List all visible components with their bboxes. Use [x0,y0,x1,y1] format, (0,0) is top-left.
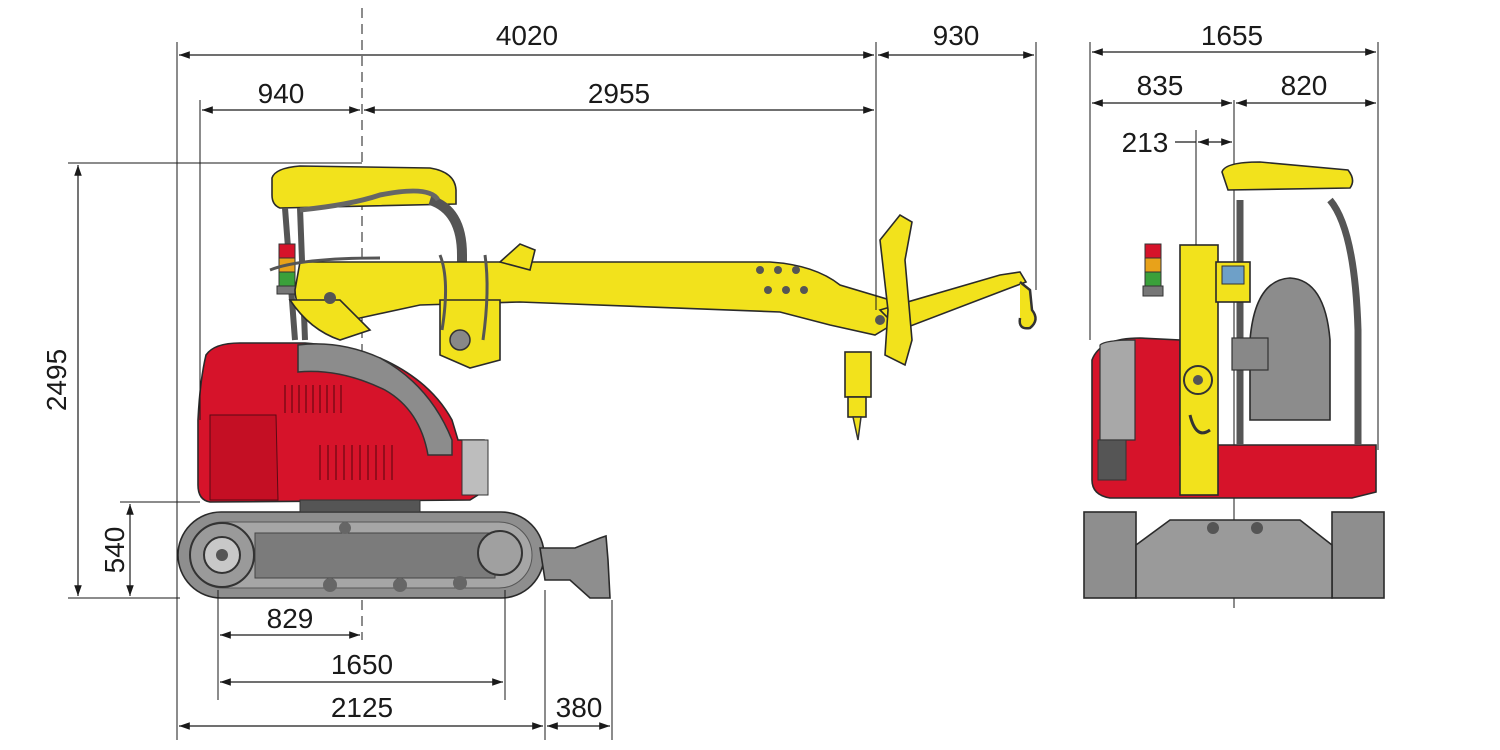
dim-front-boom-offset: 213 [1122,127,1169,158]
dimension-labels: 4020 930 940 2955 2495 540 829 1650 2125… [41,20,1327,723]
dim-side-sprocket-to-center: 829 [267,603,314,634]
side-view [177,8,1037,640]
side-undercarriage [177,511,611,599]
front-view [1083,100,1385,608]
dim-side-rear-to-center: 940 [258,78,305,109]
dim-side-track-length: 2125 [331,692,393,723]
dim-side-jib-extension: 930 [933,20,980,51]
dim-side-blade-length: 380 [556,692,603,723]
dim-side-tumbler-distance: 1650 [331,649,393,680]
dim-side-total-reach: 4020 [496,20,558,51]
side-boom [269,213,1037,441]
dim-front-left-of-center: 835 [1137,70,1184,101]
dim-side-center-to-boom-tip: 2955 [588,78,650,109]
dimension-lines [68,42,1379,740]
side-cab [271,165,467,341]
dim-front-right-of-center: 820 [1281,70,1328,101]
side-upper-structure [197,342,489,513]
dim-side-overall-height: 2495 [41,349,72,411]
dim-side-track-height: 540 [99,527,130,574]
dim-front-overall-width: 1655 [1201,20,1263,51]
